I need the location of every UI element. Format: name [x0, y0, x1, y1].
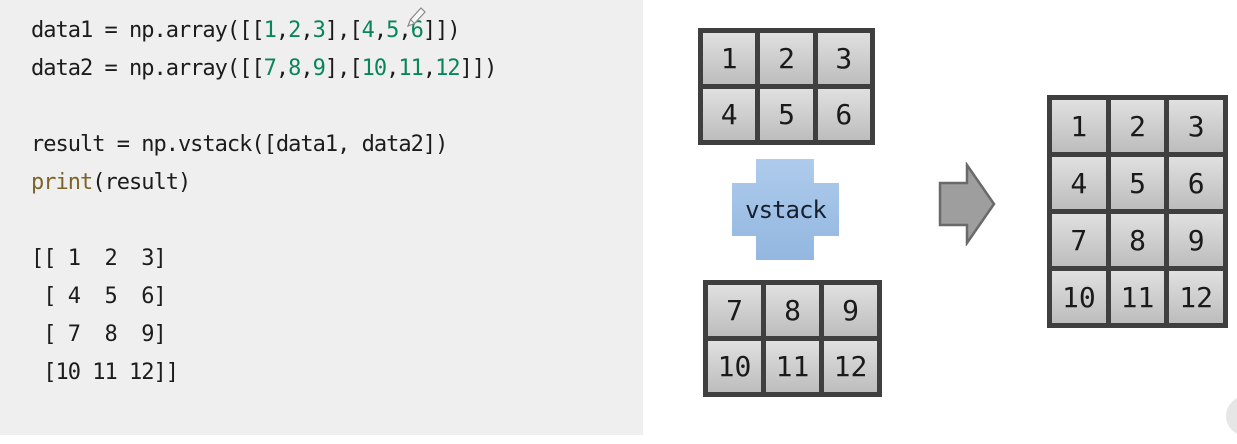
matrix-cell: 2 — [760, 33, 813, 84]
matrix-cell: 6 — [817, 89, 870, 140]
matrix-cell: 7 — [1052, 214, 1106, 266]
code-panel: data1 = np.array([[1,2,3],[4,5,6]]) data2… — [0, 0, 643, 435]
code-line: data2 = np.array([[7,8,9],[10,11,12]]) — [31, 56, 497, 81]
result-arrow-icon — [938, 162, 996, 246]
pen-cursor-icon — [406, 7, 426, 28]
code-line: result = np.vstack([data1, data2]) — [31, 132, 448, 157]
code-line: [ 7 8 9] — [31, 322, 166, 347]
code-line: print(result) — [31, 170, 191, 195]
matrix-cell: 8 — [1110, 214, 1165, 266]
matrix-cell: 11 — [766, 341, 819, 392]
matrix-cell: 8 — [766, 285, 819, 336]
code-line — [31, 202, 496, 240]
matrix-cell: 3 — [1169, 100, 1223, 152]
matrix-cell: 1 — [703, 33, 756, 84]
matrix-cell: 3 — [817, 33, 870, 84]
vstack-operator-shape: vstack — [732, 159, 839, 260]
code-line: [[ 1 2 3] — [31, 246, 167, 271]
matrix-cell: 4 — [1052, 157, 1106, 209]
matrix-cell: 10 — [1052, 271, 1106, 323]
code-line: [ 4 5 6] — [31, 284, 166, 309]
matrix-cell: 12 — [1169, 271, 1223, 323]
matrix-cell: 5 — [760, 89, 813, 140]
edge-overlay-circle — [1226, 396, 1237, 436]
code-line — [31, 88, 496, 126]
matrix-cell: 12 — [824, 341, 877, 392]
matrix-cell: 4 — [703, 89, 756, 140]
matrix-cell: 6 — [1169, 157, 1223, 209]
matrix-cell: 11 — [1110, 271, 1165, 323]
vstack-label: vstack — [745, 195, 827, 224]
matrix-cell: 5 — [1110, 157, 1165, 209]
matrix-cell: 7 — [708, 285, 761, 336]
matrix-cell: 9 — [824, 285, 877, 336]
code-line: data1 = np.array([[1,2,3],[4,5,6]]) — [31, 18, 461, 43]
matrix-cell: 10 — [708, 341, 761, 392]
code-line: [10 11 12]] — [31, 360, 179, 385]
matrix-cell: 9 — [1169, 214, 1223, 266]
matrix-cell: 1 — [1052, 100, 1106, 152]
matrix-cell: 2 — [1110, 100, 1165, 152]
code-block: data1 = np.array([[1,2,3],[4,5,6]]) data2… — [31, 12, 497, 392]
